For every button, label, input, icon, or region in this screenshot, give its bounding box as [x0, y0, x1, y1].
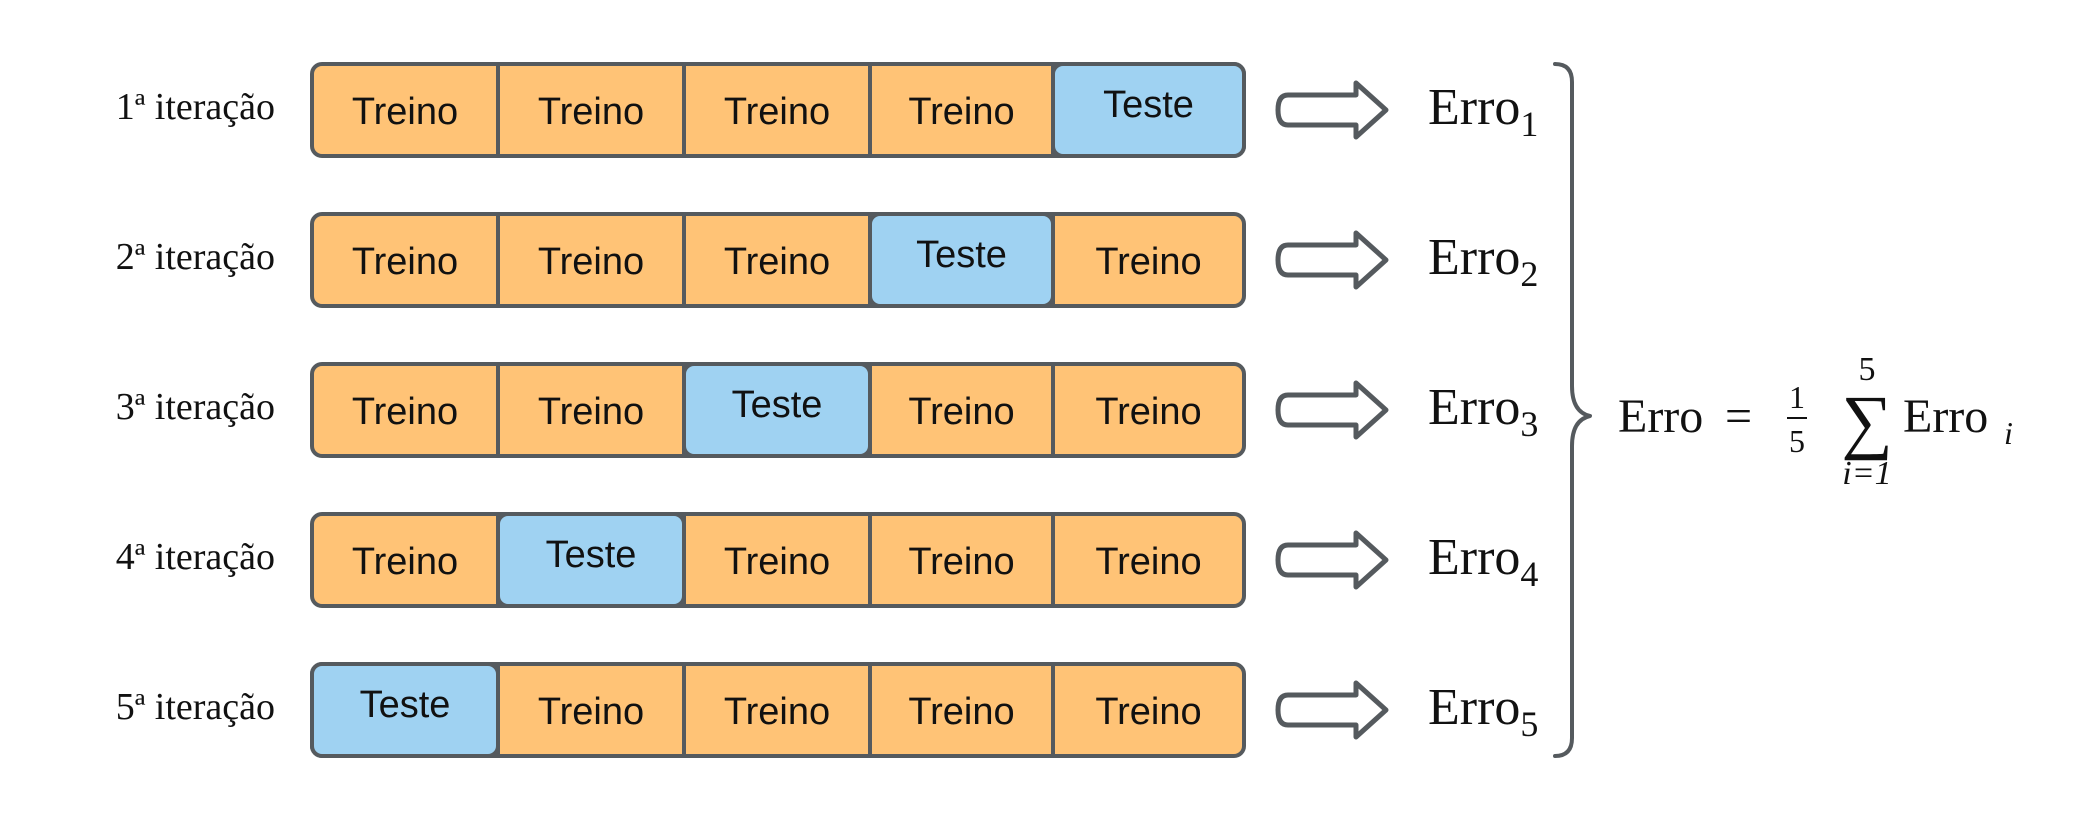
error-label: Erro5: [1428, 679, 1538, 744]
train-fold-label: Treino: [1095, 241, 1201, 283]
formula-sum-upper: 5: [1859, 351, 1876, 388]
test-fold: [682, 362, 872, 458]
train-fold-label: Treino: [724, 91, 830, 133]
train-fold-label: Treino: [1095, 391, 1201, 433]
test-fold: [310, 662, 500, 758]
error-label: Erro1: [1428, 79, 1538, 144]
train-fold-label: Treino: [538, 91, 644, 133]
iteration-label: 5ª iteração: [116, 686, 275, 728]
train-fold-label: Treino: [908, 91, 1014, 133]
test-fold-label: Teste: [732, 384, 823, 426]
train-fold-label: Treino: [538, 691, 644, 733]
formula-sum-symbol: ∑: [1841, 381, 1892, 461]
error-label: Erro3: [1428, 379, 1538, 444]
train-fold-label: Treino: [1095, 541, 1201, 583]
train-fold-label: Treino: [538, 241, 644, 283]
iteration-row: 3ª iteração Treino Treino Teste Treino Treino…: [116, 362, 1538, 458]
error-label-base: Erro: [1428, 79, 1520, 136]
iteration-label: 3ª iteração: [116, 386, 275, 428]
error-label-subscript: 2: [1520, 254, 1538, 294]
test-fold-label: Teste: [916, 234, 1007, 276]
hollow-right-arrow-icon: [1275, 380, 1389, 440]
train-fold-label: Treino: [538, 391, 644, 433]
error-label: Erro4: [1428, 529, 1538, 594]
iteration-label: 1ª iteração: [116, 86, 275, 128]
error-label-subscript: 5: [1520, 704, 1538, 744]
train-fold-label: Treino: [724, 541, 830, 583]
test-fold: [1051, 62, 1246, 158]
formula-term-subscript: i: [2004, 415, 2013, 451]
train-fold-label: Treino: [724, 241, 830, 283]
train-fold-label: Treino: [352, 541, 458, 583]
test-fold: [868, 212, 1055, 308]
iteration-label: 2ª iteração: [116, 236, 275, 278]
formula-equals: =: [1725, 390, 1752, 443]
error-label-subscript: 1: [1520, 104, 1538, 144]
train-fold-label: Treino: [908, 391, 1014, 433]
formula-fraction-numerator: 1: [1789, 379, 1805, 415]
train-fold-label: Treino: [908, 541, 1014, 583]
train-fold-label: Treino: [352, 241, 458, 283]
test-fold-label: Teste: [546, 534, 637, 576]
train-fold-label: Treino: [908, 691, 1014, 733]
hollow-right-arrow-icon: [1275, 680, 1389, 740]
test-fold: [496, 512, 686, 608]
average-error-formula: Erro = 1 5 5 ∑ i=1 Erro i: [1618, 351, 2013, 492]
formula-term-base: Erro: [1903, 390, 1988, 443]
hollow-right-arrow-icon: [1275, 530, 1389, 590]
error-label-base: Erro: [1428, 529, 1520, 586]
train-fold-label: Treino: [352, 391, 458, 433]
error-label-subscript: 4: [1520, 554, 1538, 594]
train-fold-label: Treino: [724, 691, 830, 733]
error-label-base: Erro: [1428, 679, 1520, 736]
error-label-subscript: 3: [1520, 404, 1538, 444]
formula-fraction-denominator: 5: [1789, 423, 1805, 459]
formula-sum-lower: i=1: [1842, 455, 1891, 492]
error-label: Erro2: [1428, 229, 1538, 294]
iteration-row: 1ª iteração Treino Treino Treino Treino Teste…: [116, 62, 1538, 158]
train-fold-label: Treino: [352, 91, 458, 133]
iteration-row: 5ª iteração Teste Treino Treino Treino Treino…: [116, 662, 1538, 758]
formula-lhs: Erro: [1618, 390, 1703, 443]
error-label-base: Erro: [1428, 229, 1520, 286]
test-fold-label: Teste: [360, 684, 451, 726]
hollow-right-arrow-icon: [1275, 80, 1389, 140]
iteration-label: 4ª iteração: [116, 536, 275, 578]
right-curly-brace-icon: [1553, 62, 1592, 758]
train-fold-label: Treino: [1095, 691, 1201, 733]
test-fold-label: Teste: [1103, 84, 1194, 126]
error-label-base: Erro: [1428, 379, 1520, 436]
hollow-right-arrow-icon: [1275, 230, 1389, 290]
iteration-row: 2ª iteração Treino Treino Treino Teste Treino…: [116, 212, 1538, 308]
iteration-row: 4ª iteração Treino Teste Treino Treino Treino…: [116, 512, 1538, 608]
